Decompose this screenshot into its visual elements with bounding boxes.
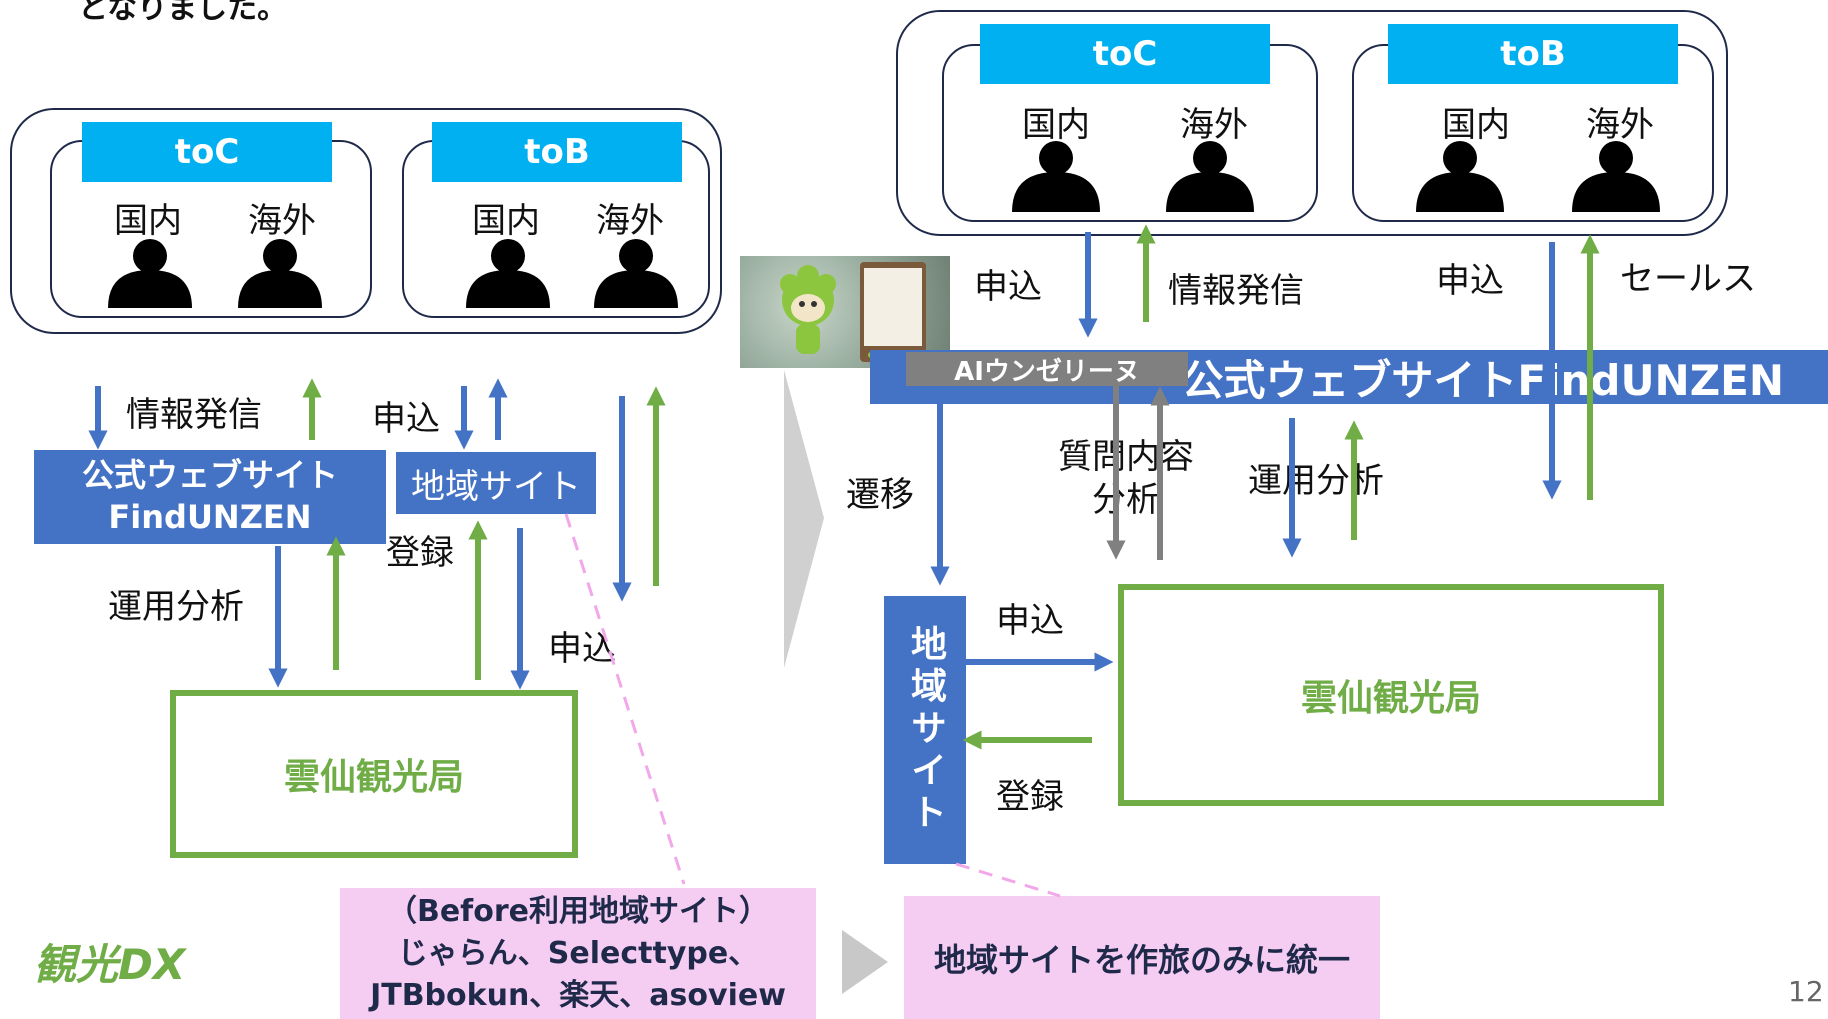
before-analysis-label: 運用分析: [108, 587, 244, 627]
tourism-dx-logo: 観光DX: [34, 940, 186, 989]
after-apply-label-right: 申込: [1436, 261, 1504, 301]
ai-chatbot-screenshot: [740, 256, 950, 368]
after-toc-tab: toC: [980, 24, 1270, 84]
after-analysis-label: 運用分析: [1248, 461, 1384, 501]
after-toc-domestic-label: 国内: [1022, 105, 1090, 145]
after-tob-domestic-label: 国内: [1442, 105, 1510, 145]
before-regional-site-box: 地域サイト: [396, 452, 596, 514]
before-toc-tab: toC: [82, 122, 332, 182]
after-sites-note: 地域サイトを作旅のみに統一: [904, 896, 1380, 1019]
mascot-icon: [780, 262, 926, 362]
before-tob-tab: toB: [432, 122, 682, 182]
after-transition-label: 遷移: [846, 475, 914, 515]
after-register-label: 登録: [996, 777, 1064, 817]
before-register-label: 登録: [386, 533, 454, 573]
before-tob-domestic-label: 国内: [472, 201, 540, 241]
after-apply-label-left: 申込: [974, 267, 1042, 307]
after-audience-frame: [896, 10, 1728, 236]
after-question-label: 質問内容 分析: [1058, 437, 1194, 520]
after-sales-label: セールス: [1620, 259, 1756, 299]
intro-text: となりました。: [78, 0, 288, 26]
before-website-box: 公式ウェブサイト FindUNZEN: [34, 450, 386, 544]
before-audience-frame: [10, 108, 722, 334]
after-tob-overseas-label: 海外: [1586, 105, 1654, 145]
before-tourism-bureau-box: 雲仙観光局: [170, 690, 578, 858]
before-toc-domestic-label: 国内: [114, 201, 182, 241]
before-tob-overseas-label: 海外: [596, 201, 664, 241]
before-toc-overseas-label: 海外: [248, 201, 316, 241]
person-icon: [1012, 141, 1660, 212]
page-number: 12: [1788, 975, 1824, 1008]
after-tourism-bureau-box: 雲仙観光局: [1118, 584, 1664, 806]
after-toc-overseas-label: 海外: [1180, 105, 1248, 145]
transition-chevron: [784, 370, 824, 668]
ai-unzeline-label: AIウンゼリーヌ: [906, 352, 1188, 387]
before-sites-note: （Before利用地域サイト） じゃらん、Selecttype、 JTBboku…: [340, 888, 816, 1019]
note-chevron: [842, 930, 888, 994]
before-apply-label-top: 申込: [372, 399, 440, 439]
after-info-label: 情報発信: [1168, 271, 1304, 311]
after-tob-tab: toB: [1388, 24, 1678, 84]
after-regional-site-box: 地域サイト: [884, 596, 966, 864]
after-apply-label-bottom: 申込: [996, 601, 1064, 641]
person-icon: [108, 239, 678, 308]
before-info-label: 情報発信: [126, 395, 262, 435]
